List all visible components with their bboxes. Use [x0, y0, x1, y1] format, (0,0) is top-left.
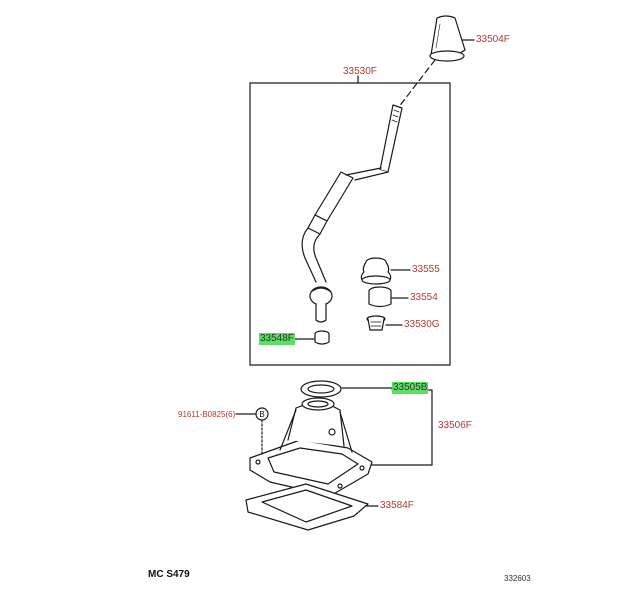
- retainer-part: [366, 315, 403, 331]
- label-seat-highlighted[interactable]: 33548F: [259, 333, 295, 345]
- bushing-part: [368, 286, 409, 308]
- label-lever-assembly[interactable]: 33530F: [343, 66, 377, 77]
- label-boot[interactable]: 33555: [412, 264, 440, 275]
- knob-leader-dashed: [397, 59, 436, 109]
- label-seal-highlighted[interactable]: 33505B: [392, 382, 429, 394]
- gasket-part: [245, 483, 379, 531]
- label-retainer[interactable]: 33530G: [404, 319, 440, 330]
- bolt-part: B: [235, 407, 269, 456]
- retainer-housing: [249, 397, 373, 497]
- label-gasket[interactable]: 33584F: [380, 500, 414, 511]
- svg-text:B: B: [259, 410, 264, 419]
- seat-part: [293, 330, 330, 345]
- boot-part: [360, 257, 411, 285]
- label-bushing[interactable]: 33554: [410, 292, 438, 303]
- shift-knob: [429, 15, 466, 62]
- footer-model-code: MC S479: [148, 569, 190, 580]
- shift-lever: [301, 104, 403, 323]
- shift-seal: [300, 380, 393, 398]
- label-retainer-housing[interactable]: 33506F: [438, 420, 472, 431]
- label-washer-bolt[interactable]: 91611-B0825(6): [178, 410, 236, 419]
- label-knob[interactable]: 33504F: [476, 34, 510, 45]
- lever-assembly-box: [249, 82, 451, 366]
- footer-illustration-number: 332603: [504, 574, 531, 583]
